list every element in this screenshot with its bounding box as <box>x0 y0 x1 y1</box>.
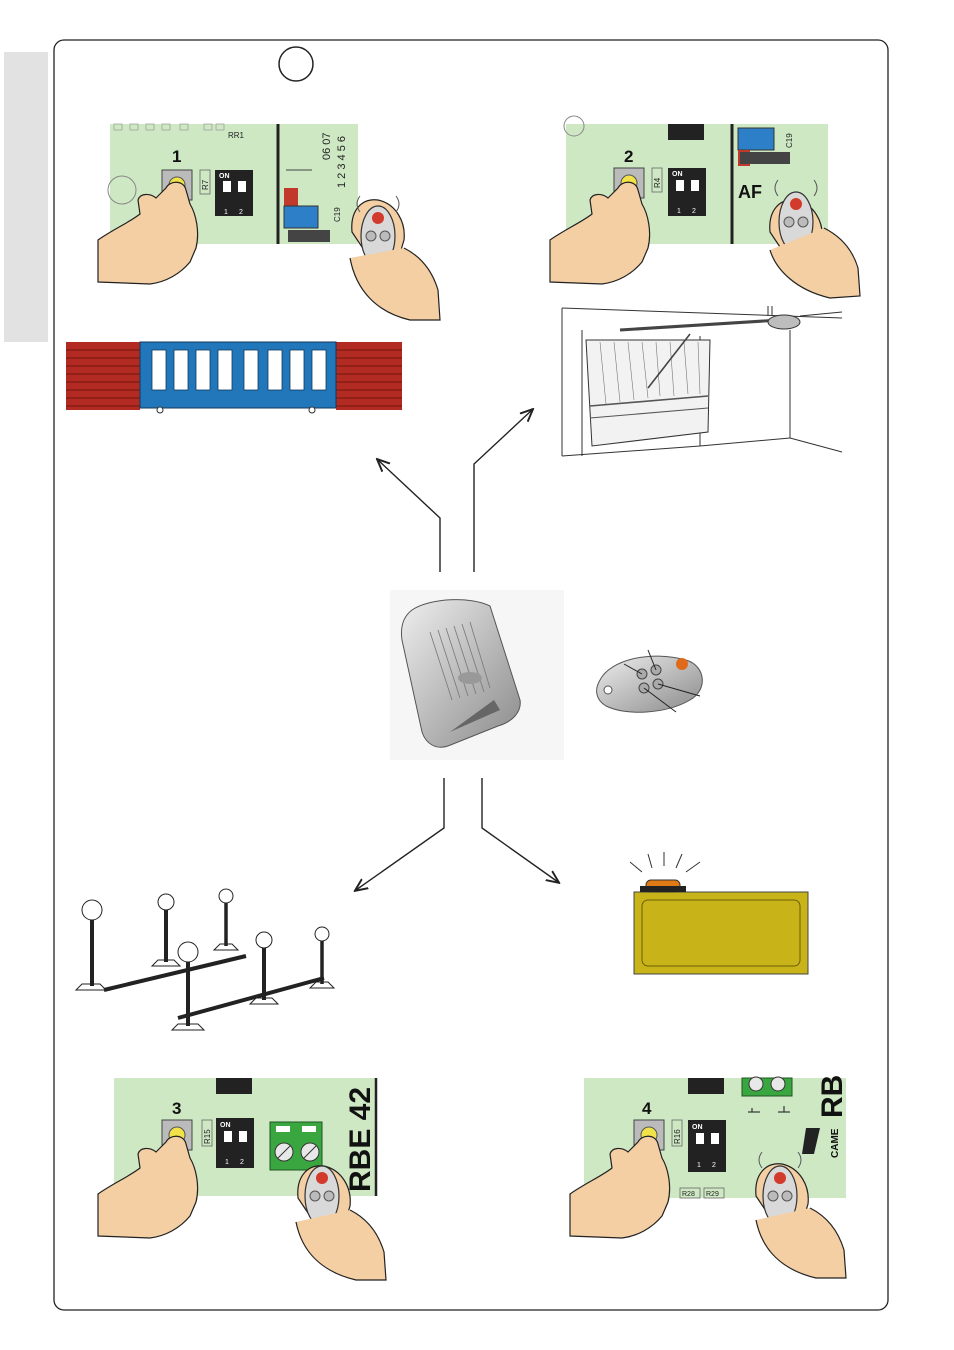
arrows-lower <box>356 778 558 890</box>
remote-transmitter-icon <box>350 196 440 320</box>
arrows-upper <box>378 410 532 572</box>
panel-top-left: RR1 1 R7 ON 1 2 1 2 3 4 5 6 06 07 C19 <box>98 124 440 320</box>
hand-pressing-button-icon <box>98 1136 198 1238</box>
step-number: 1 <box>172 147 181 166</box>
dip-on: ON <box>672 171 683 178</box>
module-label: AF <box>738 182 762 202</box>
dip-on: ON <box>220 1122 231 1129</box>
panel-bottom-left: 3 R15 ON 1 2 RBE 42 <box>98 1078 386 1280</box>
hand-pressing-button-icon <box>550 182 650 284</box>
pins2-label: 06 07 <box>321 132 333 160</box>
panel-bottom-right: 4 R16 ON 1 2 RB CAME R28 R29 <box>570 1075 849 1278</box>
step-number: 3 <box>172 1099 181 1118</box>
dip-1: 1 <box>697 1162 701 1169</box>
dip-on: ON <box>692 1124 703 1131</box>
garden-lights-icon <box>76 889 334 1030</box>
board-label: RB <box>816 1075 849 1118</box>
r29-label: R29 <box>706 1191 719 1198</box>
dip-1: 1 <box>677 208 681 215</box>
dip-2: 2 <box>240 1159 244 1166</box>
ref-label: RR1 <box>228 131 245 140</box>
sliding-gate-icon <box>66 342 402 413</box>
side-tab <box>4 52 48 342</box>
step-number: 2 <box>624 147 633 166</box>
receiver-unit-icon <box>390 590 564 760</box>
flashing-lamp-icon <box>630 852 808 974</box>
dip-on: ON <box>219 173 230 180</box>
resistor-label: R7 <box>201 179 210 190</box>
dip-1: 1 <box>225 1159 229 1166</box>
dip-2: 2 <box>239 209 243 216</box>
page-indicator-circle <box>279 47 313 81</box>
brand-label: CAME <box>830 1128 841 1158</box>
cap-label: C19 <box>333 207 342 222</box>
step-number: 4 <box>642 1099 652 1118</box>
dip-2: 2 <box>712 1162 716 1169</box>
r28-label: R28 <box>682 1191 695 1198</box>
resistor-label: R16 <box>673 1129 682 1144</box>
garage-door-icon <box>562 306 842 456</box>
cap-label: C19 <box>785 133 794 148</box>
resistor-label: R4 <box>653 177 662 188</box>
resistor-label: R15 <box>203 1129 212 1144</box>
board-label: RBE 42 <box>344 1087 377 1192</box>
panel-top-right: 2 R4 ON 1 2 AF C19 <box>550 116 860 298</box>
dip-2: 2 <box>692 208 696 215</box>
dip-1: 1 <box>224 209 228 216</box>
pins-label: 1 2 3 4 5 6 <box>336 136 348 188</box>
keyfob-icon <box>597 650 703 712</box>
